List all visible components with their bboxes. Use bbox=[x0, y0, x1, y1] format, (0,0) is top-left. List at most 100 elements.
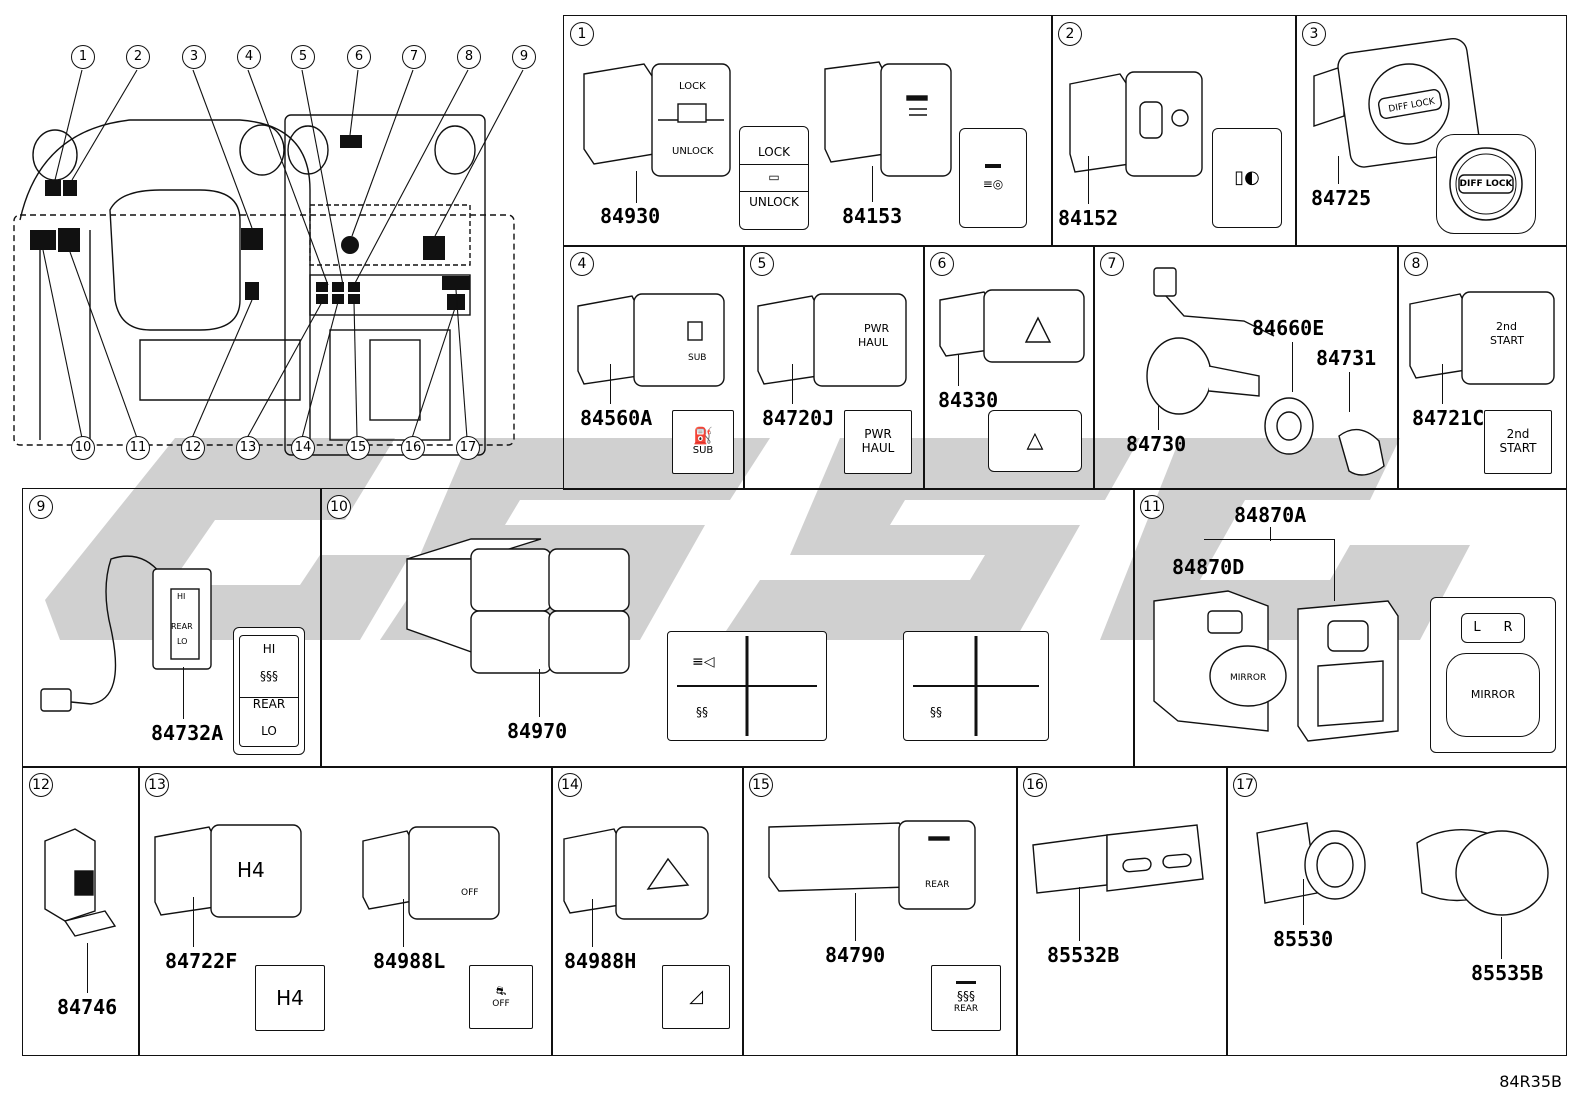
part-label-84660E: 84660E bbox=[1252, 316, 1325, 340]
panel-number: 5 bbox=[750, 252, 774, 276]
part-label-84722F: 84722F bbox=[165, 949, 238, 973]
part-label-84988L: 84988L bbox=[373, 949, 446, 973]
haul-text: HAUL bbox=[861, 441, 895, 455]
skid-icon: ⛐ bbox=[495, 983, 507, 998]
panel-4: 4 SUB 84560A ⛽ SUB bbox=[563, 245, 745, 490]
hazard-switch-part bbox=[939, 289, 1085, 363]
rear-heater-switch-part: HI REAR LO bbox=[40, 555, 212, 712]
hi-text: HI bbox=[262, 641, 276, 656]
panel-6: 6 84330 △ bbox=[923, 245, 1095, 490]
panel-12: 12 84746 bbox=[22, 766, 140, 1056]
headlamp-icon-box: ≡◎ bbox=[959, 128, 1027, 228]
panel-9: 9 HI REAR LO 84732A HI §§§ REAR LO bbox=[22, 488, 322, 768]
svg-text:REAR: REAR bbox=[171, 622, 193, 631]
part-label-84746: 84746 bbox=[57, 995, 118, 1019]
panel-15: 15 REAR 84790 §§§ REAR bbox=[742, 766, 1018, 1056]
leader-line bbox=[872, 166, 873, 202]
sub-tank-switch-part: SUB bbox=[577, 293, 725, 387]
panel-number: 13 bbox=[145, 773, 169, 797]
ignition-switch-part bbox=[1146, 267, 1385, 476]
sub-text: SUB bbox=[692, 445, 714, 457]
bracket-line bbox=[1204, 539, 1334, 540]
callout-6: 6 bbox=[347, 45, 371, 69]
off-text: OFF bbox=[492, 998, 510, 1009]
trac-off-switch-part: OFF bbox=[362, 826, 500, 920]
svg-text:≡◁: ≡◁ bbox=[692, 654, 715, 670]
leader-line bbox=[592, 899, 593, 947]
part-label-84731: 84731 bbox=[1316, 346, 1377, 370]
part-label-84152: 84152 bbox=[1058, 206, 1119, 230]
panel-number: 16 bbox=[1023, 773, 1047, 797]
mirror-text: MIRROR bbox=[1470, 687, 1516, 701]
quad-icon-box-a: ≡◁ §§ bbox=[667, 631, 827, 741]
pwr-haul-icon-box: PWR HAUL bbox=[844, 410, 912, 474]
part-label-85532B: 85532B bbox=[1047, 943, 1120, 967]
panel-number: 6 bbox=[930, 252, 954, 276]
panel-13: 13 H4 84722F H4 OFF 84988L ⛐ OFF bbox=[138, 766, 553, 1056]
leader-line bbox=[636, 171, 637, 203]
callout-9: 9 bbox=[512, 45, 536, 69]
part-label-84870D: 84870D bbox=[1172, 555, 1245, 579]
part-label-84930: 84930 bbox=[600, 204, 661, 228]
usb-port-part bbox=[1032, 824, 1204, 894]
callout-3: 3 bbox=[182, 45, 206, 69]
diff-lock-icon-box: DIFF LOCK bbox=[1436, 134, 1536, 234]
start-text: START bbox=[1499, 441, 1537, 455]
part-label-84560A: 84560A bbox=[580, 406, 653, 430]
panel-number: 2 bbox=[1058, 22, 1082, 46]
panel-number: 1 bbox=[570, 22, 594, 46]
part-label-84870A: 84870A bbox=[1234, 503, 1307, 527]
panel-11: 11 84870A 84870D MIRROR L R MIRROR bbox=[1133, 488, 1567, 768]
pwr-text: PWR bbox=[864, 427, 892, 442]
r-text: R bbox=[1503, 619, 1513, 635]
svg-text:START: START bbox=[1490, 334, 1524, 347]
mirror-switch-part: MIRROR bbox=[1153, 590, 1399, 742]
panel-number: 4 bbox=[570, 252, 594, 276]
svg-text:UNLOCK: UNLOCK bbox=[672, 146, 714, 157]
svg-text:§§: §§ bbox=[696, 705, 708, 719]
leader-line bbox=[1158, 406, 1159, 430]
rear-defog-switch-part: REAR bbox=[768, 820, 976, 910]
2nd-start-icon-box: 2nd START bbox=[1484, 410, 1552, 474]
lock-text: LOCK bbox=[758, 145, 790, 160]
hazard-triangle-icon: △ bbox=[1026, 428, 1044, 454]
leader-line bbox=[1349, 372, 1350, 412]
callout-13: 13 bbox=[236, 436, 260, 460]
panel-number: 10 bbox=[327, 495, 351, 519]
svg-text:LOCK: LOCK bbox=[679, 81, 706, 92]
l-text: L bbox=[1473, 619, 1481, 635]
panel-number: 8 bbox=[1404, 252, 1428, 276]
svg-text:2nd: 2nd bbox=[1496, 320, 1517, 333]
callout-12: 12 bbox=[181, 436, 205, 460]
dashboard-outline bbox=[13, 69, 524, 456]
svg-text:§§: §§ bbox=[930, 705, 942, 719]
svg-text:HAUL: HAUL bbox=[858, 336, 889, 349]
panel-number: 3 bbox=[1302, 22, 1326, 46]
leader-line bbox=[1088, 156, 1089, 204]
trac-off-icon-box: ⛐ OFF bbox=[469, 965, 533, 1029]
rear-defog-text: REAR bbox=[953, 1004, 979, 1015]
h4-text: H4 bbox=[276, 985, 304, 1010]
part-label-85535B: 85535B bbox=[1471, 961, 1544, 985]
callout-10: 10 bbox=[71, 436, 95, 460]
rear-text: REAR bbox=[240, 697, 298, 712]
callout-8: 8 bbox=[457, 45, 481, 69]
part-label-84720J: 84720J bbox=[762, 406, 835, 430]
part-label-84790: 84790 bbox=[825, 943, 886, 967]
rear-heater-icon-box: HI §§§ REAR LO bbox=[233, 627, 305, 755]
part-label-84970: 84970 bbox=[507, 719, 568, 743]
leader-line bbox=[1442, 364, 1443, 404]
leveling-switch-part bbox=[1069, 71, 1203, 177]
part-label-84732A: 84732A bbox=[151, 721, 224, 745]
lo-text: LO bbox=[261, 724, 277, 739]
svg-text:SUB: SUB bbox=[688, 353, 706, 363]
panel-17: 17 85530 85535B bbox=[1226, 766, 1567, 1056]
svg-text:H4: H4 bbox=[237, 858, 265, 882]
leader-line bbox=[1303, 879, 1304, 925]
hazard-icon-box: △ bbox=[988, 410, 1082, 472]
part-label-84153: 84153 bbox=[842, 204, 903, 228]
panel-number: 7 bbox=[1100, 252, 1124, 276]
leveling-icon-box: ▯◐ bbox=[1212, 128, 1282, 228]
part-label-84330: 84330 bbox=[938, 388, 999, 412]
mirror-icon-box: L R MIRROR bbox=[1430, 597, 1556, 753]
